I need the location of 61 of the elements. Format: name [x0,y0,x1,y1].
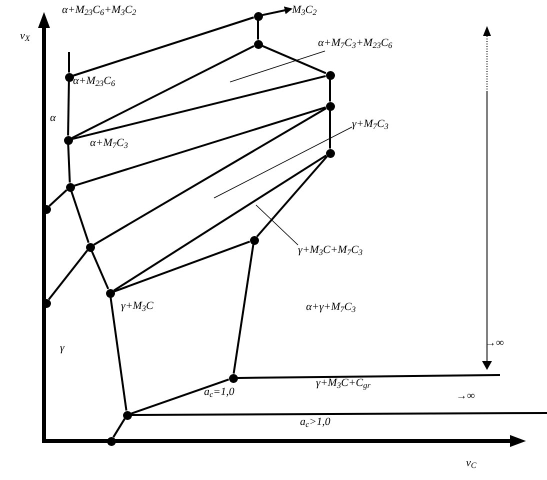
phase-boundary-line [110,297,128,411]
phase-boundary-line [112,418,126,438]
phase-boundary-line [329,110,331,148]
phase-boundary-line [93,107,327,246]
phase-label: a$_{c}$=1,0 [204,386,234,399]
phase-point [122,410,132,420]
phase-label: γ+M$_{3}$C [121,300,154,313]
phase-boundary-line [68,52,70,72]
phase-boundary-line [67,144,71,183]
phase-label: ν$_{X}$ [20,30,30,43]
phase-point [254,12,262,20]
phase-label: γ+M$_{3}$C+M$_{7}$C$_{3}$ [298,244,363,257]
phase-point [228,374,238,382]
phase-point [64,136,72,144]
phase-point [326,102,334,110]
phase-boundary-line [74,106,326,187]
phase-boundary-line [67,81,70,136]
phase-label: α [50,112,56,125]
phase-label: γ [60,342,64,355]
leader-line [256,204,298,246]
phase-boundary-line [90,250,110,290]
phase-point [66,182,74,192]
leader-line [230,50,326,82]
phase-boundary-line [113,154,327,292]
phase-boundary-line [70,190,90,244]
phase-boundary-line [130,378,230,414]
phase-label: →∞ [485,337,504,350]
phase-boundary-line [72,16,254,77]
phase-boundary-line [72,45,254,139]
phase-point [86,242,94,252]
phase-point [106,436,116,446]
phase-boundary-line [48,189,68,207]
phase-label: a$_{c}$>1,0 [300,416,330,429]
phase-label: →∞ [456,390,475,403]
phase-point [64,72,74,82]
phase-label: α+M$_{23}$C$_{6}$+M$_{3}$C$_{2}$ [62,4,136,17]
phase-boundary-line [232,244,254,374]
phase-point [254,40,262,48]
phase-boundary-line [72,75,326,140]
arrow [262,6,293,16]
phase-label: ν$_{C}$ [466,457,476,470]
phase-label: γ+M$_{3}$C+C$_{gr}$ [316,377,370,390]
leader-line [214,126,352,198]
phase-label: M$_{3}$C$_{2}$ [292,4,317,17]
phase-label: α+M$_{7}$C$_{3}$+M$_{23}$C$_{6}$ [318,37,392,50]
phase-boundary-line [237,374,500,379]
phase-boundary-line [262,44,326,74]
phase-label: α+γ+M$_{7}$C$_{3}$ [306,301,356,314]
phase-point [326,70,334,80]
phase-boundary-line [329,80,331,102]
phase-label: α+M$_{7}$C$_{3}$ [90,137,128,150]
phase-boundary-line [257,20,259,40]
phase-boundary-line [132,412,547,416]
phase-point [250,236,258,244]
phase-label: α+M$_{23}$C$_{6}$ [73,75,116,88]
phase-point [326,148,334,158]
phase-boundary-line [256,156,328,238]
phase-point [106,288,114,298]
phase-boundary-line [48,250,88,300]
phase-boundary-line [114,240,250,292]
phase-label: γ+M$_{7}$C$_{3}$ [352,118,389,131]
